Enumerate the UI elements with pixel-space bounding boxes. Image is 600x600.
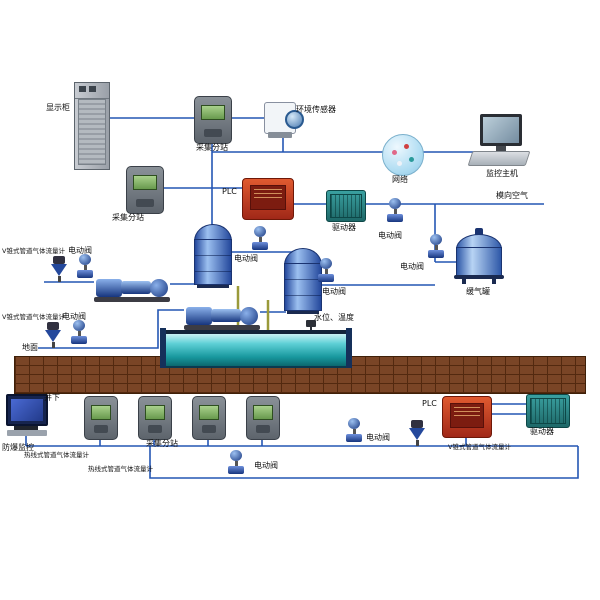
electric-valve-tank1-label: 电动阀 — [234, 254, 258, 263]
ground-brick-band — [14, 356, 586, 394]
vcone-meter-1-label: V锥式管道气体流量计 — [2, 247, 65, 255]
electric-valve-tank1 — [251, 226, 269, 250]
electric-valve-buffer-label: 电动阀 — [400, 262, 424, 271]
electric-valve-air-label: 电动阀 — [378, 231, 402, 240]
wellhead-label: 井下 — [44, 393, 60, 402]
host-keyboard — [467, 151, 531, 166]
electric-valve-row2 — [70, 320, 88, 344]
sensor-base — [268, 132, 292, 138]
electric-valve-buffer-line — [427, 234, 445, 258]
pump-1 — [94, 268, 170, 302]
vcone-flow-meter-2 — [44, 322, 62, 348]
to-air-label: 模向空气 — [496, 191, 528, 200]
xmon-base — [14, 426, 38, 430]
electric-valve-underground-1 — [345, 418, 363, 442]
pump-2 — [184, 296, 260, 330]
vcone-flow-meter-1 — [50, 256, 68, 282]
electric-valve-underground-2 — [227, 450, 245, 474]
explosion-proof-monitor — [6, 394, 50, 438]
substation-surface-1-label: 采集分站 — [196, 143, 228, 152]
substation-surface-1 — [194, 96, 232, 144]
buffer-gas-tank-label: 缓气罐 — [466, 287, 490, 296]
electric-valve-tank2-label: 电动阀 — [322, 287, 346, 296]
substation-surface-2 — [126, 166, 164, 214]
vcone-meter-2-label: V锥式管道气体流量计 — [2, 313, 65, 321]
display-cabinet — [74, 82, 110, 170]
electric-valve-underground-2-label: 电动阀 — [254, 461, 278, 470]
vcone-flow-meter-underground — [408, 420, 426, 446]
substation-underground-1 — [84, 396, 118, 440]
hotwire-meter-2-label: 热线式管道气体流量计 — [88, 465, 153, 473]
valve-meter-row1-label: 电动阀 — [68, 246, 92, 255]
driver-surface-label: 驱动器 — [332, 223, 356, 232]
gas-tank-2 — [284, 248, 322, 314]
plc-underground-label: PLC — [422, 399, 437, 408]
cabinet-indicators — [75, 83, 109, 99]
display-cabinet-label: 显示柜 — [46, 103, 70, 112]
monitoring-host-computer — [467, 114, 532, 166]
plc-surface-label: PLC — [222, 187, 237, 196]
driver-underground-label: 驱动器 — [530, 427, 554, 436]
plc-underground — [442, 396, 492, 438]
sensor-ring-icon — [285, 110, 304, 129]
substation-underground-3 — [192, 396, 226, 440]
driver-surface — [326, 190, 366, 222]
ground-label: 地面 — [22, 343, 38, 352]
substation-underground-4 — [246, 396, 280, 440]
electric-valve-tank2 — [317, 258, 335, 282]
xmon-keyboard — [7, 430, 47, 436]
valve-meter-row2-label: 电动阀 — [62, 312, 86, 321]
explosion-proof-monitor-label: 防爆监控 — [2, 443, 34, 452]
gas-tank-1 — [194, 224, 232, 288]
environment-sensor-label: 环境传感器 — [296, 105, 336, 114]
host-monitor — [480, 114, 522, 146]
host-stand — [496, 146, 506, 151]
network-label: 网络 — [392, 175, 408, 184]
electric-valve-row1 — [76, 254, 94, 278]
plc-surface — [242, 178, 294, 220]
cabinet-panel — [78, 99, 106, 165]
xmon-screen — [6, 394, 48, 426]
substation-surface-2-label: 采集分站 — [112, 213, 144, 222]
driver-underground — [526, 394, 570, 428]
water-tank — [160, 328, 352, 368]
buffer-gas-tank — [454, 228, 504, 284]
hotwire-meter-1-label: 热线式管道气体流量计 — [24, 451, 89, 459]
electric-valve-underground-1-label: 电动阀 — [366, 433, 390, 442]
water-temp-label: 水位、温度 — [314, 313, 354, 322]
environment-sensor — [264, 102, 304, 138]
substation-underground-2 — [138, 396, 172, 440]
monitoring-host-label: 监控主机 — [486, 169, 518, 178]
substation-underground-label: 采集分站 — [146, 439, 178, 448]
electric-valve-air-line — [386, 198, 404, 222]
network-globe-icon — [382, 134, 424, 176]
vcone-meter-underground-label: V锥式管道气体流量计 — [448, 443, 511, 451]
